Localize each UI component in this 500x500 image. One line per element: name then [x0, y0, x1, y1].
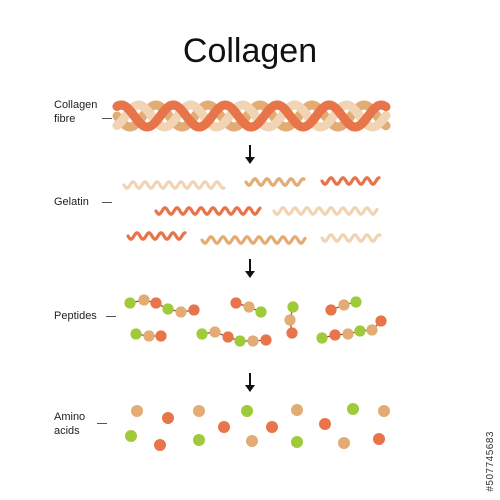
arrow-head — [245, 385, 255, 392]
peptide-bead — [150, 297, 162, 309]
gelatin-strand — [244, 177, 306, 187]
amino-acid-dot — [125, 430, 137, 442]
peptide-bead — [287, 301, 299, 313]
amino-acid-dot — [131, 405, 143, 417]
peptide-bead — [284, 314, 296, 326]
peptide-bead — [175, 306, 187, 318]
collagen-fibre-strand — [112, 100, 391, 132]
label-connector — [97, 423, 107, 424]
peptide-bead — [354, 325, 366, 337]
peptide-bead — [124, 297, 136, 309]
peptide-bead — [196, 328, 208, 340]
peptide-bead — [286, 327, 298, 339]
peptide-bead — [350, 296, 362, 308]
peptide-bead — [366, 324, 378, 336]
amino-acid-dot — [338, 437, 350, 449]
peptide-bead — [155, 330, 167, 342]
peptide-bead — [342, 328, 354, 340]
gelatin-strand — [154, 206, 262, 216]
peptide-bead — [209, 326, 221, 338]
gelatin-strand — [320, 233, 382, 243]
peptide-bead — [255, 306, 267, 318]
gelatin-strand — [200, 235, 307, 245]
amino-acid-dot — [266, 421, 278, 433]
gelatin-strand — [126, 231, 187, 241]
label-amino-acids: Amino acids — [54, 410, 85, 438]
peptide-bead — [130, 328, 142, 340]
collagen-fibre-strand — [112, 100, 391, 132]
label-collagen-fibre-line2: fibre — [54, 113, 76, 125]
amino-acid-dot — [193, 434, 205, 446]
peptide-bead — [222, 331, 234, 343]
amino-acid-dot — [241, 405, 253, 417]
amino-acid-dot — [193, 405, 205, 417]
amino-acid-dot — [291, 404, 303, 416]
amino-acid-dot — [218, 421, 230, 433]
peptide-bead — [260, 334, 272, 346]
peptide-bead — [162, 303, 174, 315]
stock-id-text: #507745683 — [485, 431, 496, 492]
label-collagen-fibre-line1: Collagen — [54, 99, 98, 111]
label-connector — [102, 118, 112, 119]
peptide-bead — [243, 301, 255, 313]
gelatin-strand — [122, 180, 226, 190]
label-peptides: Peptides — [54, 310, 97, 322]
peptide-bead — [234, 335, 246, 347]
arrow-head — [245, 271, 255, 278]
peptide-bead — [316, 332, 328, 344]
amino-acid-dot — [378, 405, 390, 417]
peptide-bead — [375, 315, 387, 327]
amino-acid-dot — [347, 403, 359, 415]
peptide-bead — [143, 330, 155, 342]
peptide-bead — [338, 299, 350, 311]
peptide-bead — [329, 329, 341, 341]
label-amino-acids-line2: acids — [54, 425, 80, 437]
label-connector — [102, 202, 112, 203]
amino-acid-dot — [373, 433, 385, 445]
diagram-title: Collagen — [182, 32, 318, 70]
amino-acid-dot — [154, 439, 166, 451]
label-collagen-fibre: Collagen fibre — [54, 98, 97, 126]
label-connector — [106, 316, 116, 317]
arrow-head — [245, 157, 255, 164]
amino-acid-dot — [291, 436, 303, 448]
label-gelatin: Gelatin — [54, 196, 89, 208]
peptide-bead — [230, 297, 242, 309]
peptide-bead — [188, 304, 200, 316]
amino-acid-dot — [319, 418, 331, 430]
peptide-bead — [138, 294, 150, 306]
peptide-bead — [247, 335, 259, 347]
gelatin-strand — [320, 176, 381, 186]
amino-acid-dot — [162, 412, 174, 424]
gelatin-strand — [272, 206, 379, 216]
amino-acid-dot — [246, 435, 258, 447]
peptide-bead — [325, 304, 337, 316]
label-amino-acids-line1: Amino — [54, 411, 86, 423]
